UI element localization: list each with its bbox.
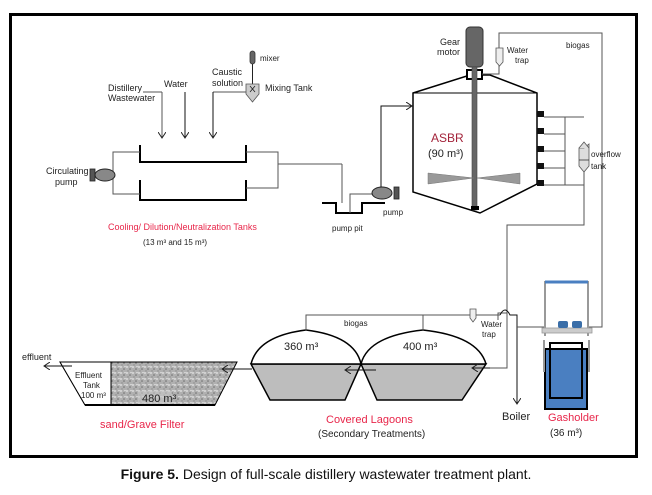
cooling-tank-top [139, 145, 247, 163]
lagoon-2-volume: 400 m³ [403, 341, 438, 353]
gasholder-tank [544, 348, 588, 410]
sand-gravel-filter: Effluent Tank 100 m³ 480 m³ effluent san… [22, 352, 252, 431]
asbr-label: ASBR [431, 131, 464, 145]
solution-label: solution [212, 78, 243, 88]
cooling-tanks: Circulating pump Cooling/ Dilution/Neutr… [46, 145, 343, 247]
covered-lagoons: 360 m³ 400 m³ biogas Water trap Covered … [236, 308, 508, 440]
figure-caption: Figure 5. Design of full-scale distiller… [0, 466, 652, 482]
covered-lagoons-label: Covered Lagoons [326, 414, 413, 426]
effluent-tank-label-2: Tank [83, 381, 101, 390]
effluent-tank-label: Effluent [75, 371, 103, 380]
lagoon-2 [359, 363, 488, 401]
mixing-tank-label: Mixing Tank [265, 83, 313, 93]
overflow-tank: overflow tank [497, 141, 621, 320]
water-trap-bottom-label-2: trap [482, 330, 496, 339]
filter-volume: 480 m³ [142, 393, 177, 405]
pump-pit-label: pump pit [332, 224, 363, 233]
water-trap-top-icon [495, 47, 504, 67]
cooling-tanks-title: Cooling/ Dilution/Neutralization Tanks [108, 222, 257, 232]
asbr-reactor: Gear motor ASBR (90 m³) [412, 26, 584, 214]
biogas-bottom-label: biogas [344, 319, 368, 328]
pump-to-asbr-pipe [380, 106, 412, 187]
water-trap-top-label-2: trap [515, 56, 529, 65]
asbr-ports [537, 111, 544, 186]
biogas-top-label: biogas [566, 41, 590, 50]
lagoon-1 [249, 363, 363, 401]
figure-frame [9, 13, 638, 458]
circulating-pump-label-2: pump [55, 177, 78, 187]
agitator-shaft [471, 66, 478, 211]
gasholder-label: Gasholder [548, 412, 599, 424]
top-biogas-line: Water trap biogas [482, 32, 603, 328]
caption-label: Figure 5. [120, 466, 179, 482]
boiler-label: Boiler [502, 411, 530, 423]
cooling-tanks-volume: (13 m³ and 15 m³) [143, 238, 207, 247]
motor-label: motor [437, 47, 460, 57]
circulating-pump-icon [89, 168, 96, 182]
secondary-treatments-label: (Secondary Treatments) [318, 429, 425, 440]
effluent-tank-volume: 100 m³ [81, 391, 106, 400]
caption-text: Design of full-scale distillery wastewat… [178, 466, 532, 482]
gasholder: Gasholder (36 m³) [541, 280, 599, 439]
sand-filter-label: sand/Grave Filter [100, 419, 185, 431]
mixing-tank-icon [245, 83, 260, 103]
gasholder-volume: (36 m³) [550, 428, 582, 439]
overflow-tank-label: tank [591, 162, 607, 171]
lagoon-1-volume: 360 m³ [284, 341, 319, 353]
gear-label: Gear [440, 37, 460, 47]
water-trap-top-label: Water [507, 46, 528, 55]
pump-pit [322, 202, 385, 214]
inflow-section: Distillery Wastewater Water Caustic solu… [108, 50, 313, 138]
circulating-pump-label: Circulating [46, 166, 89, 176]
water-trap-bottom-icon [469, 308, 477, 323]
pump-icon [371, 186, 393, 200]
water-trap-bottom-label: Water [481, 320, 502, 329]
asbr-volume: (90 m³) [428, 148, 463, 160]
pump-label: pump [383, 208, 404, 217]
pump-pit-group: pump pump pit [322, 106, 412, 233]
mixer-icon [249, 50, 256, 65]
mixer-label: mixer [260, 54, 280, 63]
caustic-label: Caustic [212, 67, 243, 77]
overflow-label: overflow [591, 150, 621, 159]
water-label: Water [164, 79, 188, 89]
effluent-label: effluent [22, 352, 52, 362]
cooling-tank-bottom [139, 180, 247, 201]
gear-motor-icon [465, 26, 484, 68]
boiler-line: Boiler [499, 309, 544, 423]
distillery-label: Distillery [108, 83, 143, 93]
wastewater-label: Wastewater [108, 93, 155, 103]
